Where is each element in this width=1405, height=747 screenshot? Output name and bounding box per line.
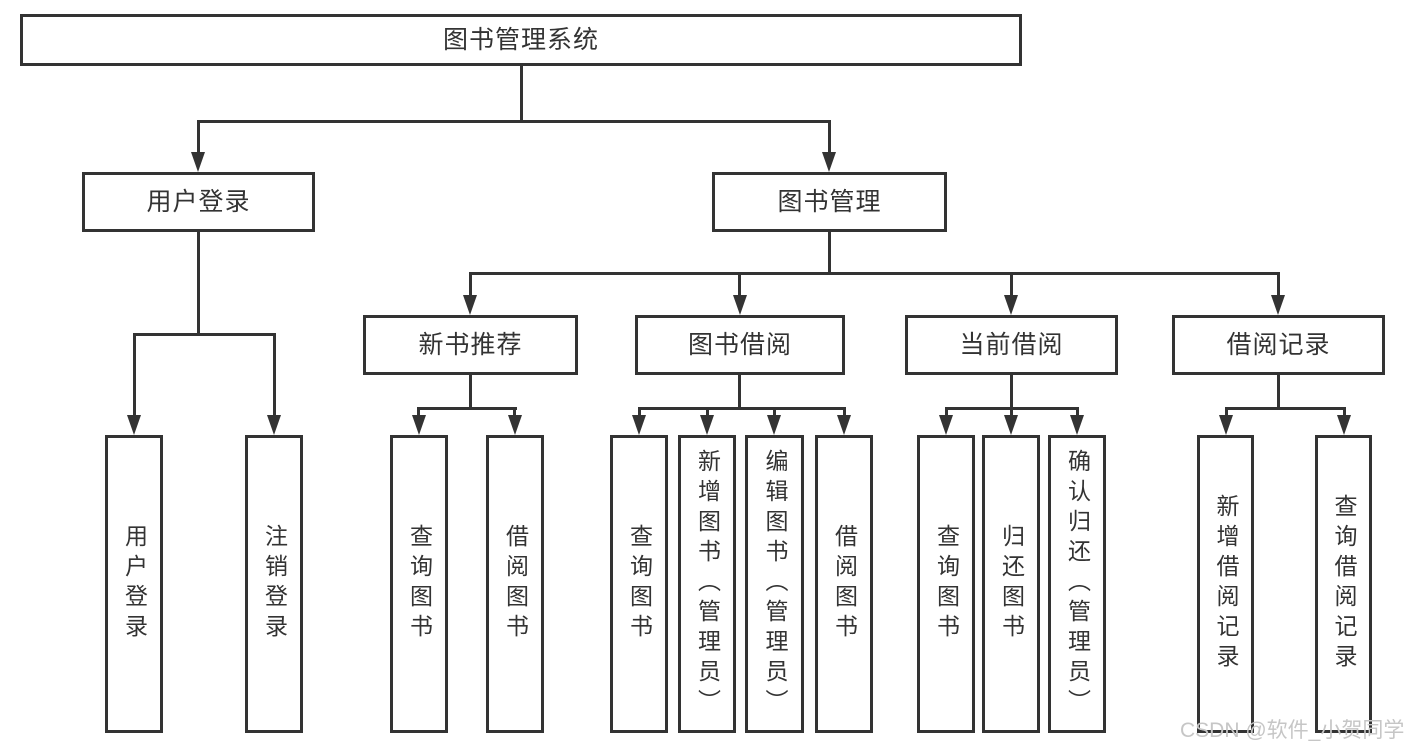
connector-line xyxy=(469,272,1280,275)
connector-line xyxy=(828,120,831,155)
arrow-down-icon xyxy=(1337,415,1351,435)
connector-line xyxy=(773,407,776,418)
node-leaf-borrow-books: 借阅图书 xyxy=(815,435,873,733)
connector-line xyxy=(1343,407,1346,418)
connector-line xyxy=(469,272,472,298)
connector-line xyxy=(469,375,472,407)
arrow-down-icon xyxy=(191,152,205,172)
connector-line xyxy=(706,407,709,418)
node-label: 编辑图书（管理员） xyxy=(762,449,788,719)
connector-line xyxy=(513,407,516,418)
node-label: 归还图书 xyxy=(998,524,1025,644)
node-label: 确认归还（管理员） xyxy=(1064,449,1091,719)
arrow-down-icon xyxy=(508,415,522,435)
connector-line xyxy=(417,407,420,418)
node-label: 图书借阅 xyxy=(687,330,792,359)
connector-line xyxy=(417,407,517,410)
node-label: 图书管理 xyxy=(777,187,882,216)
node-leaf-user-login: 用户登录 xyxy=(105,435,163,733)
node-leaf-edit-books-admin: 编辑图书（管理员） xyxy=(745,435,804,733)
node-library-management-system: 图书管理系统 xyxy=(20,14,1022,66)
node-label: 查询借阅记录 xyxy=(1331,494,1357,674)
arrow-down-icon xyxy=(1004,295,1018,315)
node-label: 用户登录 xyxy=(121,524,148,644)
connector-line xyxy=(197,120,200,155)
connector-line xyxy=(273,333,276,417)
node-leaf-query-books-recommend: 查询图书 xyxy=(390,435,448,733)
arrow-down-icon xyxy=(822,152,836,172)
connector-line xyxy=(738,272,741,298)
arrow-down-icon xyxy=(767,415,781,435)
node-label: 查询图书 xyxy=(406,524,433,644)
connector-line xyxy=(1225,407,1346,410)
connector-line xyxy=(1225,407,1228,418)
connector-line xyxy=(1076,407,1079,418)
node-label: 注销登录 xyxy=(261,524,288,644)
arrow-down-icon xyxy=(939,415,953,435)
connector-line xyxy=(638,407,641,418)
connector-line xyxy=(133,333,276,336)
arrow-down-icon xyxy=(700,415,714,435)
node-label: 借阅图书 xyxy=(831,524,858,644)
node-leaf-query-books-borrow: 查询图书 xyxy=(610,435,668,733)
connector-line xyxy=(945,407,948,418)
arrow-down-icon xyxy=(1271,295,1285,315)
arrow-down-icon xyxy=(733,295,747,315)
arrow-down-icon xyxy=(412,415,426,435)
node-book-borrow: 图书借阅 xyxy=(635,315,845,375)
node-label: 查询图书 xyxy=(626,524,653,644)
arrow-down-icon xyxy=(1070,415,1084,435)
connector-line xyxy=(520,66,523,120)
node-label: 新书推荐 xyxy=(418,330,523,359)
node-borrow-records: 借阅记录 xyxy=(1172,315,1385,375)
arrow-down-icon xyxy=(127,415,141,435)
node-label: 当前借阅 xyxy=(959,330,1064,359)
node-new-book-recommend: 新书推荐 xyxy=(363,315,578,375)
connector-line xyxy=(1277,375,1280,407)
node-book-management: 图书管理 xyxy=(712,172,947,232)
connector-line xyxy=(133,333,136,417)
connector-line xyxy=(843,407,846,418)
arrow-down-icon xyxy=(1004,415,1018,435)
node-label: 查询图书 xyxy=(933,524,960,644)
node-leaf-logout: 注销登录 xyxy=(245,435,303,733)
connector-line xyxy=(828,232,831,272)
csdn-watermark: CSDN @软件_小贺同学 xyxy=(1180,719,1405,742)
connector-line xyxy=(1277,272,1280,298)
node-user-login: 用户登录 xyxy=(82,172,315,232)
node-leaf-add-borrow-record: 新增借阅记录 xyxy=(1197,435,1254,733)
connector-line xyxy=(738,375,741,407)
connector-line xyxy=(1010,407,1013,418)
node-leaf-return-books: 归还图书 xyxy=(982,435,1040,733)
connector-line xyxy=(1010,375,1013,407)
node-current-borrow: 当前借阅 xyxy=(905,315,1118,375)
arrow-down-icon xyxy=(1219,415,1233,435)
arrow-down-icon xyxy=(463,295,477,315)
node-label: 图书管理系统 xyxy=(442,25,599,54)
arrow-down-icon xyxy=(632,415,646,435)
node-leaf-query-books-current: 查询图书 xyxy=(917,435,975,733)
node-label: 新增借阅记录 xyxy=(1213,494,1239,674)
connector-line xyxy=(1010,272,1013,298)
node-leaf-confirm-return-admin: 确认归还（管理员） xyxy=(1048,435,1106,733)
node-leaf-borrow-books-recommend: 借阅图书 xyxy=(486,435,544,733)
arrow-down-icon xyxy=(837,415,851,435)
node-label: 借阅图书 xyxy=(502,524,529,644)
node-label: 借阅记录 xyxy=(1226,330,1331,359)
node-label: 新增图书（管理员） xyxy=(694,449,721,719)
connector-line xyxy=(197,232,200,333)
node-label: 用户登录 xyxy=(146,187,251,216)
arrow-down-icon xyxy=(267,415,281,435)
connector-line xyxy=(638,407,846,410)
node-leaf-add-books-admin: 新增图书（管理员） xyxy=(678,435,736,733)
connector-line xyxy=(197,120,831,123)
node-leaf-query-borrow-record: 查询借阅记录 xyxy=(1315,435,1372,733)
